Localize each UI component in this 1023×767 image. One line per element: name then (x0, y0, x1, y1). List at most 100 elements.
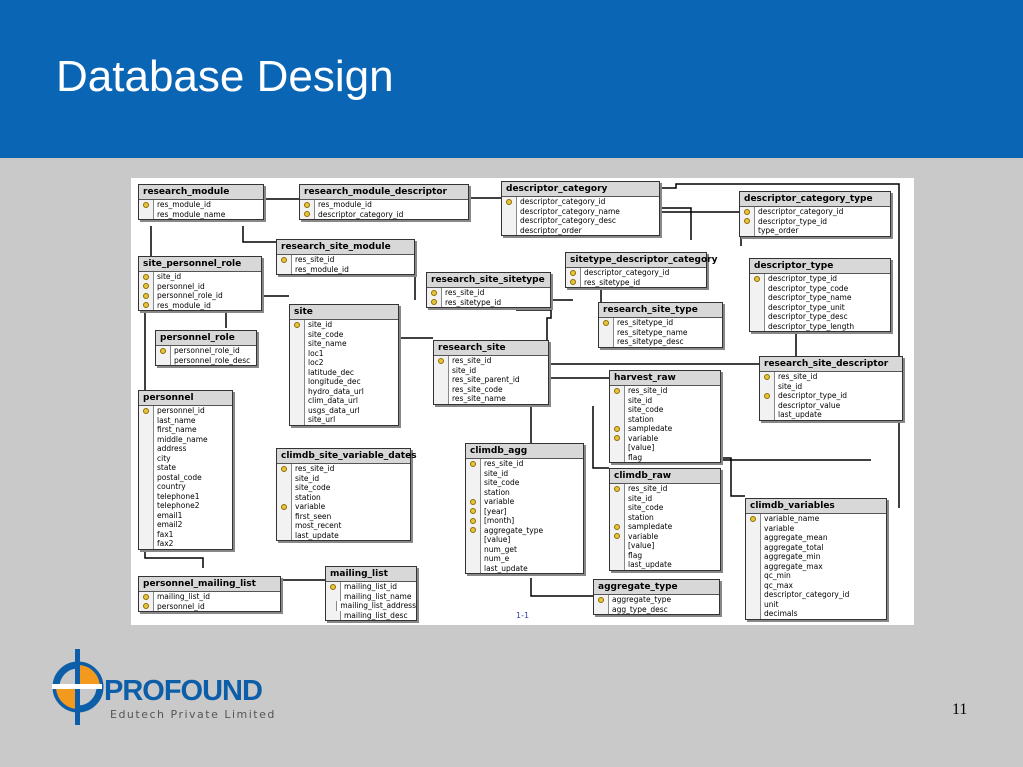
table-field: num_e (466, 554, 583, 564)
field-marker (746, 542, 761, 552)
table-field: site_code (277, 483, 410, 493)
field-name: fax2 (157, 539, 174, 548)
field-name: site_code (295, 483, 331, 492)
field-name: personnel_role_id (157, 291, 223, 300)
field-name: descriptor_type_id (778, 391, 848, 400)
table-field: descriptor_type_name (750, 293, 890, 303)
field-marker (139, 209, 154, 219)
table-field: descriptor_category_id (740, 207, 890, 217)
key-icon (431, 289, 437, 296)
primary-key-icon (427, 288, 442, 298)
field-marker (290, 358, 305, 368)
field-marker (502, 206, 517, 216)
field-marker (746, 533, 761, 543)
field-name: descriptor_category_id (764, 590, 850, 599)
table-field: descriptor_category_name (502, 206, 659, 216)
table-field: descriptor_category_id (746, 590, 886, 600)
title-banner: Database Design (0, 0, 1023, 158)
field-name: site_id (157, 272, 182, 281)
table-field: city (139, 453, 232, 463)
field-name: aggregate_total (764, 542, 824, 552)
table-field: aggregate_mean (746, 533, 886, 543)
key-icon (304, 201, 310, 208)
key-icon (614, 533, 620, 540)
table-field: descriptor_type_id (740, 216, 890, 226)
field-name: descriptor_category_id (318, 209, 404, 219)
table-field: address (139, 444, 232, 454)
table-field: [value] (610, 443, 720, 453)
table-field: first_seen (277, 511, 410, 521)
field-name: personnel_id (157, 601, 205, 611)
field-name: personnel_role_desc (174, 355, 251, 365)
table-field: latitude_dec (290, 367, 398, 377)
table-field: res_site_id (760, 372, 902, 382)
table-field: last_update (610, 560, 720, 570)
table-field: aggregate_type (466, 525, 583, 535)
table-field: mailing_list_id (139, 592, 280, 602)
field-name: most_recent (295, 521, 342, 530)
primary-key-icon (139, 406, 154, 416)
field-name: middle_name (157, 434, 208, 444)
primary-key-icon (277, 502, 292, 512)
key-icon (143, 302, 149, 309)
key-icon (281, 465, 287, 472)
table-field: site_id (610, 493, 720, 503)
table-field: personnel_id (139, 281, 261, 291)
field-name: descriptor_type_id (768, 274, 838, 283)
key-icon (470, 527, 476, 534)
field-name: flag (628, 452, 643, 462)
primary-key-icon (466, 516, 481, 526)
primary-key-icon (750, 274, 765, 284)
table-title: personnel_mailing_list (139, 577, 280, 592)
primary-key-icon (610, 433, 625, 443)
field-name: first_seen (295, 511, 332, 521)
table-field: res_site_id (610, 484, 720, 494)
primary-key-icon (566, 268, 581, 278)
table-title: mailing_list (326, 567, 416, 582)
link-line (144, 548, 204, 568)
field-marker (750, 293, 765, 303)
key-icon (614, 425, 620, 432)
primary-key-icon (599, 318, 614, 328)
field-name: site_url (308, 415, 336, 424)
field-name: longitude_dec (308, 377, 361, 386)
table-title: descriptor_type (750, 259, 890, 274)
key-icon (281, 503, 287, 510)
primary-key-icon (290, 320, 305, 330)
field-name: latitude_dec (308, 367, 355, 377)
field-name: site_code (628, 503, 664, 512)
field-name: site_id (308, 320, 333, 329)
primary-key-icon (610, 386, 625, 396)
field-marker (466, 554, 481, 564)
field-name: site_id (628, 493, 653, 503)
field-name: type_order (758, 226, 799, 235)
field-name: descriptor_type_code (768, 283, 849, 293)
field-name: res_module_name (157, 209, 226, 219)
field-name: res_site_id (628, 386, 668, 395)
table-title: research_site_module (277, 240, 414, 255)
table-field: res_site_id (434, 356, 548, 366)
field-name: last_update (628, 560, 672, 569)
field-marker (466, 478, 481, 488)
field-marker (290, 339, 305, 349)
field-marker (610, 395, 625, 405)
table-field: telephone1 (139, 491, 232, 501)
primary-key-icon (566, 277, 581, 287)
field-marker (599, 327, 614, 337)
table-field: middle_name (139, 434, 232, 444)
primary-key-icon (434, 356, 449, 366)
field-marker (740, 226, 755, 236)
table-field: mailing_list_desc (326, 610, 416, 620)
primary-key-icon (139, 281, 154, 291)
field-name: aggregate_mean (764, 533, 828, 542)
table-field: fax1 (139, 529, 232, 539)
table-title: site_personnel_role (139, 257, 261, 272)
table-field: res_sitetype_id (599, 318, 722, 328)
table-field: station (610, 414, 720, 424)
table-field: first_name (139, 425, 232, 435)
field-name: email2 (157, 520, 183, 529)
field-name: personnel_role_id (174, 346, 240, 355)
primary-key-icon (139, 300, 154, 310)
